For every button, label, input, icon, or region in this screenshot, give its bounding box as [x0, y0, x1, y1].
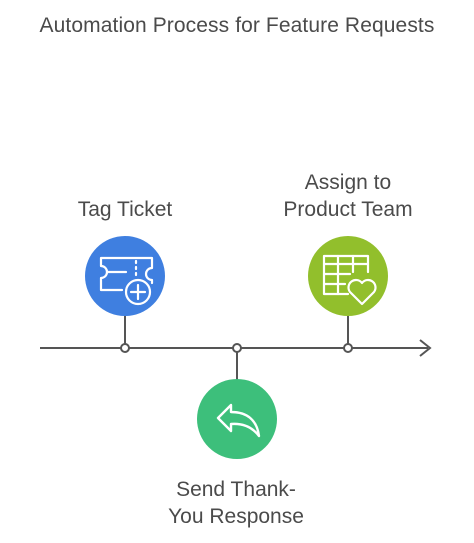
- step-2-label-line1: Assign to: [304, 171, 392, 194]
- step-2-circle: [308, 236, 388, 316]
- step-3-circle: [197, 379, 277, 459]
- step-1-label: Tag Ticket: [45, 196, 205, 223]
- timeline-node-3: [232, 343, 242, 353]
- step-2-label: Assign to Product Team: [258, 169, 438, 223]
- timeline-node-1: [120, 343, 130, 353]
- timeline-node-2: [343, 343, 353, 353]
- step-send-thank-you: [197, 379, 277, 459]
- step-1-circle: [85, 236, 165, 316]
- step-2-label-line2: Product Team: [283, 198, 413, 221]
- timeline-arrowhead: [419, 339, 432, 357]
- step-1-label-line1: Tag Ticket: [77, 198, 173, 221]
- diagram-title: Automation Process for Feature Requests: [39, 14, 435, 37]
- step-tag-ticket: [85, 236, 165, 316]
- step-3-label-line2: You Response: [168, 505, 304, 528]
- reply-arrow-icon: [216, 403, 261, 438]
- table-heart-icon: [322, 254, 377, 306]
- step-3-label: Send Thank- You Response: [146, 476, 326, 530]
- step-3-label-line1: Send Thank-: [176, 478, 296, 501]
- ticket-plus-icon: [99, 256, 154, 306]
- step-assign-product-team: [308, 236, 388, 316]
